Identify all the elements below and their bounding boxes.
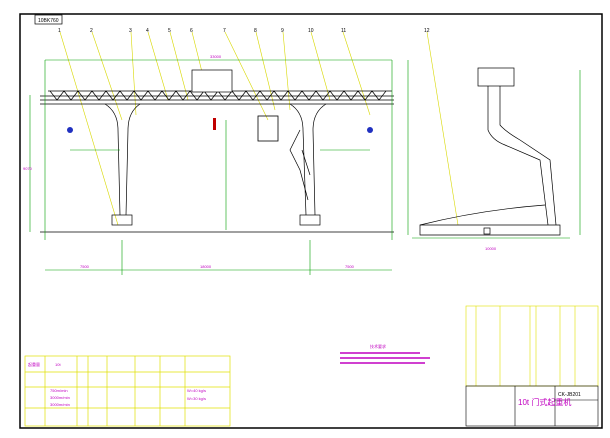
dimension-lines <box>29 59 581 275</box>
svg-text:10000: 10000 <box>485 246 497 251</box>
svg-text:5: 5 <box>168 28 171 34</box>
drawing-frame <box>19 13 603 429</box>
notes-title: 技术要求 <box>370 343 386 349</box>
svg-text:11: 11 <box>341 28 346 34</box>
svg-text:18000: 18000 <box>200 264 212 269</box>
svg-text:1: 1 <box>58 28 61 34</box>
load-2: W=30 kg/s <box>187 396 206 401</box>
svg-text:7: 7 <box>223 28 226 34</box>
svg-text:2: 2 <box>90 28 93 34</box>
trolley <box>191 69 233 93</box>
svg-text:10: 10 <box>308 28 314 34</box>
hoist <box>213 118 216 130</box>
dimension-texts: 33000 18000 7500 7500 10000 9070 <box>23 54 497 269</box>
svg-text:7500: 7500 <box>80 264 90 269</box>
svg-text:6: 6 <box>190 28 193 34</box>
load-1: W=40 kg/s <box>187 388 206 393</box>
svg-text:7500: 7500 <box>345 264 355 269</box>
param-label: 起重量 <box>28 361 40 367</box>
part-numbers: 1 2 3 4 5 6 7 8 9 10 11 12 <box>58 28 430 34</box>
svg-text:12: 12 <box>424 28 430 34</box>
svg-text:9: 9 <box>281 28 284 34</box>
notes-lines <box>340 352 430 364</box>
drawing-title: 10t 门式起重机 <box>518 397 571 407</box>
svg-text:8: 8 <box>254 28 257 34</box>
legs <box>40 103 394 233</box>
cab <box>257 115 279 142</box>
svg-text:3: 3 <box>129 28 132 34</box>
svg-text:4: 4 <box>146 28 149 34</box>
speed-3: 3000m/min <box>50 402 70 407</box>
svg-text:33000: 33000 <box>210 54 222 59</box>
parts-list <box>465 305 599 387</box>
svg-text:9070: 9070 <box>23 166 33 171</box>
parameter-table <box>24 355 231 427</box>
speed-1: 750m/min <box>50 388 68 393</box>
hook-left-icon <box>67 127 73 133</box>
part-leaders <box>59 31 459 226</box>
speed-2: 3000m/min <box>50 395 70 400</box>
side-view <box>419 67 561 236</box>
hook-right-icon <box>367 127 373 133</box>
title-block <box>465 385 599 427</box>
drawing-number: CK-JB201 <box>558 392 581 398</box>
code-box-text: 10BK760 <box>38 18 59 24</box>
code-box <box>34 14 63 25</box>
main-girder <box>40 90 394 105</box>
param-value: 10t <box>55 362 61 367</box>
